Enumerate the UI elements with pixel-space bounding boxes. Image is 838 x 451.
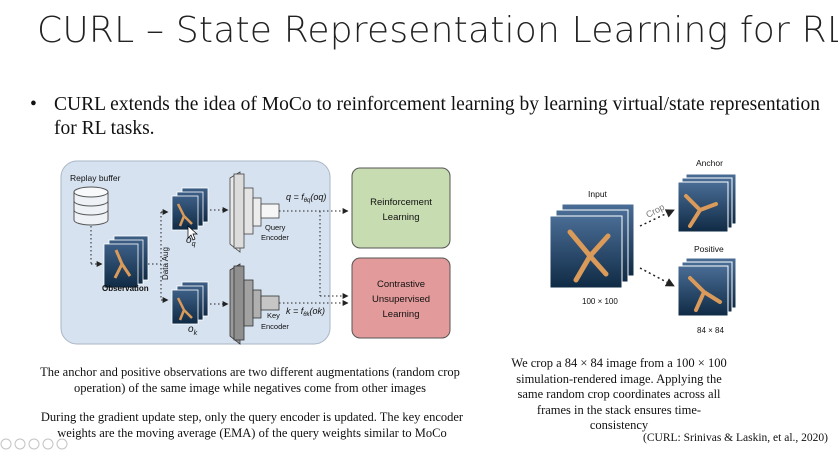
q-formula: q = fθq(oq) <box>286 192 326 204</box>
random-crop-figure: Input 100 × 100 Crop Anchor Positive <box>549 158 737 317</box>
input-label: Input <box>588 189 608 199</box>
caption-gradient-update: During the gradient update step, only th… <box>40 410 464 440</box>
rl-box-label-2: Learning <box>383 212 420 223</box>
bullet-text: CURL extends the idea of MoCo to reinfor… <box>54 94 821 139</box>
o-k-label: ok <box>188 324 198 337</box>
replay-buffer-label: Replay buffer <box>70 173 121 183</box>
input-size-label: 100 × 100 <box>582 297 618 306</box>
observation-label: Observation <box>102 284 149 293</box>
o-q-label: oq <box>186 235 196 248</box>
curl-architecture-diagram: Replay buffer Observation Data Aug oq ok <box>60 160 451 345</box>
zoom-icon[interactable] <box>42 438 54 450</box>
key-encoder-label-1: Key <box>267 311 280 320</box>
more-icon[interactable] <box>56 438 68 450</box>
key-encoder-label-2: Encoder <box>261 322 289 331</box>
database-icon <box>73 186 109 226</box>
query-encoder-label-1: Query <box>265 223 286 232</box>
previous-icon[interactable] <box>0 438 12 450</box>
contrastive-unsupervised-learning-box <box>351 257 451 339</box>
key-encoder-icon <box>229 263 280 345</box>
data-aug-label: Data Aug <box>161 247 170 280</box>
reinforcement-learning-box <box>351 167 451 249</box>
crop-label: Crop <box>644 202 666 220</box>
query-encoder-label-2: Encoder <box>261 233 289 242</box>
input-frames <box>549 203 635 289</box>
cul-box-label-2: Unsupervised <box>372 294 430 305</box>
pen-icon[interactable] <box>28 438 40 450</box>
key-observation-frames <box>171 281 209 325</box>
output-size-label: 84 × 84 <box>697 326 724 335</box>
anchor-frames <box>677 173 737 233</box>
k-formula: k = fθk(ok) <box>286 306 325 318</box>
caption-anchor-positive: The anchor and positive observations are… <box>40 365 460 395</box>
positive-label: Positive <box>694 244 724 254</box>
cul-box-label-1: Contrastive <box>377 279 425 290</box>
bullet-dot-icon: • <box>30 94 37 115</box>
query-observation-frames <box>171 187 209 231</box>
observation-frames <box>103 235 149 289</box>
mouse-cursor-icon <box>187 225 198 241</box>
caption-random-crop: We crop a 84 × 84 image from a 100 × 100… <box>511 356 727 432</box>
query-encoder-icon <box>229 171 280 253</box>
citation: (CURL: Srinivas & Laskin, et al., 2020) <box>643 432 828 444</box>
next-icon[interactable] <box>14 438 26 450</box>
rl-box-label-1: Reinforcement <box>370 197 432 208</box>
slide-title: CURL – State Representation Learning for… <box>37 10 838 51</box>
presentation-controls[interactable] <box>0 437 80 451</box>
positive-frames <box>677 257 737 317</box>
cul-box-label-3: Learning <box>383 309 420 320</box>
anchor-label: Anchor <box>696 158 723 168</box>
